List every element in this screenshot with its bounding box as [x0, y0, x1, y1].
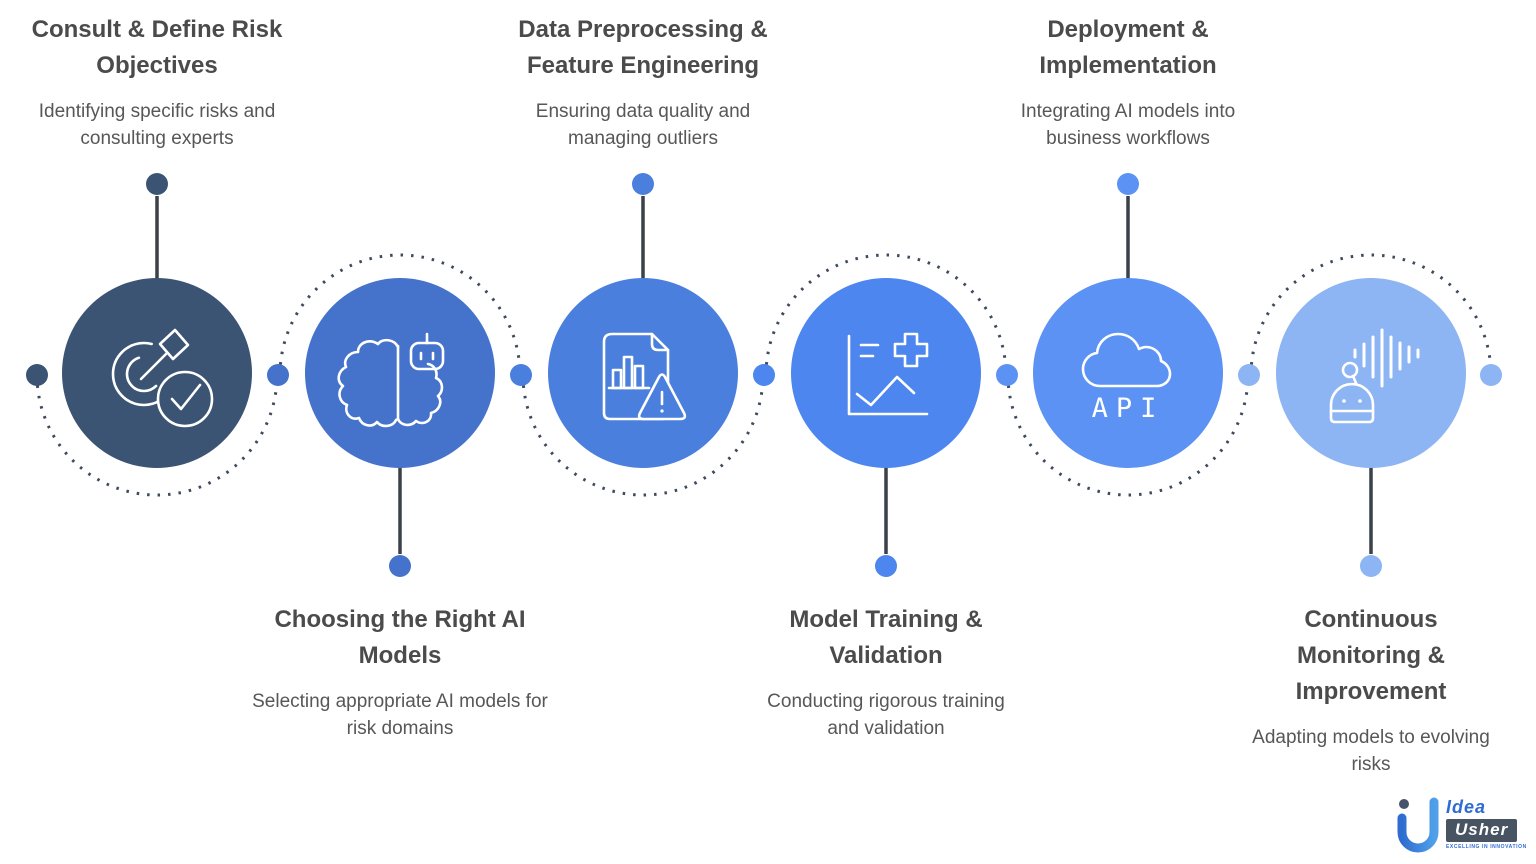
- mid-dot: [1238, 364, 1260, 386]
- chart-plus-icon: [847, 332, 929, 416]
- logo-brand-top: Idea: [1446, 797, 1487, 817]
- brain-robot-icon: [337, 332, 445, 428]
- cloud-api-icon: API: [1081, 332, 1172, 424]
- step-circle-2: [305, 278, 495, 468]
- connector-dot: [146, 173, 168, 195]
- step-6-subtitle: Adapting models to evolving risks: [1252, 727, 1490, 775]
- mid-dot: [753, 364, 775, 386]
- step-1-title: Consult & Define Risk Objectives: [31, 16, 283, 79]
- step-1-text: Consult & Define Risk Objectives Identif…: [0, 12, 317, 153]
- step-2-title: Choosing the Right AI Models: [274, 606, 526, 669]
- step-3-title: Data Preprocessing & Feature Engineering: [518, 16, 768, 79]
- logo-tagline: EXCELLING IN INNOVATION: [1446, 844, 1527, 850]
- step-4-title: Model Training & Validation: [789, 606, 983, 669]
- robot-voice-icon: [1329, 328, 1420, 424]
- mid-dot: [1480, 364, 1502, 386]
- logo-u-mark-icon: [1397, 797, 1439, 853]
- connector-dot: [1117, 173, 1139, 195]
- mid-dot: [26, 364, 48, 386]
- logo-brand-box: Usher: [1446, 819, 1518, 842]
- sound-wave-bars: [1353, 328, 1420, 388]
- step-5-subtitle: Integrating AI models into business work…: [1020, 101, 1236, 149]
- step-circle-1: [62, 278, 252, 468]
- connector-line-group: [155, 196, 1373, 554]
- connector-dot: [632, 173, 654, 195]
- step-4-text: Model Training & Validation Conducting r…: [726, 602, 1046, 743]
- mid-dot: [267, 364, 289, 386]
- mid-dot: [510, 364, 532, 386]
- step-6-title: Continuous Monitoring & Improvement: [1295, 606, 1447, 705]
- connector-dot: [1360, 555, 1382, 577]
- logo-brand-bottom: Usher: [1455, 820, 1509, 839]
- step-circle-6: [1276, 278, 1466, 468]
- step-2-subtitle: Selecting appropriate AI models for risk…: [252, 691, 548, 739]
- idea-usher-logo: Idea Usher EXCELLING IN INNOVATION: [1392, 794, 1534, 860]
- target-arrow-check-icon: [111, 328, 214, 428]
- step-6-text: Continuous Monitoring & Improvement Adap…: [1211, 602, 1531, 779]
- step-3-subtitle: Ensuring data quality and managing outli…: [535, 101, 751, 149]
- step-5-title: Deployment & Implementation: [1039, 16, 1217, 79]
- step-circle-4: [791, 278, 981, 468]
- connector-dot: [875, 555, 897, 577]
- step-circle-5: [1033, 278, 1223, 468]
- step-1-subtitle: Identifying specific risks and consultin…: [38, 101, 276, 149]
- step-2-text: Choosing the Right AI Models Selecting a…: [240, 602, 560, 743]
- connector-dot: [389, 555, 411, 577]
- api-label: API: [1092, 393, 1165, 424]
- mid-dot: [996, 364, 1018, 386]
- step-3-text: Data Preprocessing & Feature Engineering…: [483, 12, 803, 153]
- logo-text-column: Idea Usher EXCELLING IN INNOVATION: [1446, 794, 1527, 850]
- step-5-text: Deployment & Implementation Integrating …: [968, 12, 1288, 153]
- step-4-subtitle: Conducting rigorous training and validat…: [767, 691, 1005, 739]
- document-chart-warning-icon: [602, 332, 687, 421]
